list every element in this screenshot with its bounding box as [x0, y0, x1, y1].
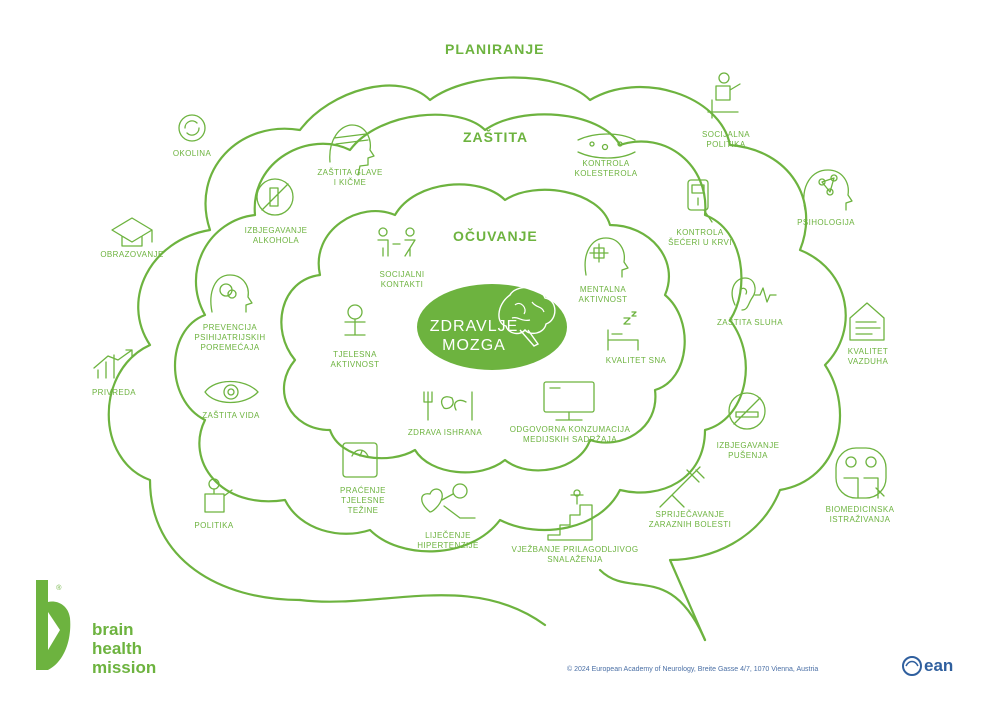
ring-title-planiranje: PLANIRANJE [445, 41, 545, 57]
label-tjelesna-aktivnost: TJELESNA AKTIVNOST [330, 350, 380, 369]
label-sprijecavanje: SPRIJEČAVANJE ZARAZNIH BOLESTI [648, 510, 732, 529]
label-zastita-glave: ZAŠTITA GLAVE I KIČME [317, 168, 383, 187]
stairs-person-icon [547, 489, 593, 541]
ear-icon [731, 277, 777, 311]
house-air-icon [849, 302, 885, 341]
tangled-head-icon [210, 274, 253, 313]
ring-title-ocuvanje: OČUVANJE [453, 228, 538, 244]
brain-stem-left [298, 594, 547, 627]
inner-brain-outline [280, 183, 686, 474]
label-kvalitet-sna: KVALITET SNA [605, 356, 667, 365]
eye-icon [204, 380, 259, 404]
label-prevencija: PREVENCIJA PSIHIJATRIJSKIH POREMEĆAJA [194, 323, 266, 352]
label-biomedicinska: BIOMEDICINSKA ISTRAŽIVANJA [825, 505, 895, 524]
label-zastita-vida: ZAŠTITA VIDA [202, 411, 260, 420]
syringe-icon [659, 466, 705, 508]
head-bandage-icon [329, 124, 375, 176]
scale-icon [342, 442, 378, 478]
label-politika: POLITIKA [194, 521, 234, 530]
registered-mark: ® [56, 585, 62, 592]
researchers-icon [835, 447, 887, 499]
label-okolina: OKOLINA [172, 149, 212, 158]
core-title: ZDRAVLJE MOZGA [429, 318, 519, 354]
graduation-cap-icon [111, 217, 153, 247]
middle-brain-outline [174, 113, 747, 553]
ean-logo-mark [902, 656, 922, 676]
wheelchair-speaker-icon [707, 72, 741, 119]
core-ellipse [417, 284, 567, 370]
bed-icon [607, 311, 639, 351]
no-alcohol-icon [256, 178, 294, 216]
copyright-text: © 2024 European Academy of Neurology, Br… [567, 666, 819, 673]
two-people-icon [377, 227, 416, 257]
label-izbjegavanje-pusenja: IZBJEGAVANJE PUŠENJA [716, 441, 780, 460]
outer-brain-outline [107, 76, 847, 642]
glucometer-icon [687, 179, 713, 223]
label-mentalna-aktivnost: MENTALNA AKTIVNOST [578, 285, 628, 304]
brain-icon [498, 286, 556, 347]
label-kontrola-secera: KONTROLA ŠEĆERI U KRVI [668, 228, 732, 247]
speaker-podium-icon [204, 478, 233, 513]
label-kontrola-kolesterola: KONTROLA KOLESTEROLA [574, 159, 638, 178]
ean-logo-text: ean [924, 656, 954, 675]
label-zdrava-ishrana: ZDRAVA ISHRANA [407, 428, 483, 437]
monitor-icon [543, 381, 595, 421]
label-odgovorna: ODGOVORNA KONZUMACIJA MEDIJSKIH SADRŽAJA [509, 425, 631, 444]
blood-pressure-icon [421, 483, 476, 519]
label-privreda: PRIVREDA [91, 388, 137, 397]
label-izbjegavanje-alkohola: IZBJEGAVANJE ALKOHOLA [244, 226, 308, 245]
label-socijalna-politika: SOCIJALNA POLITIKA [701, 130, 751, 149]
label-socijalni-kontakti: SOCIJALNI KONTAKTI [379, 270, 425, 289]
brain-health-mission-logo-mark [36, 580, 71, 670]
exercise-icon [344, 304, 366, 336]
brain-stem-right [598, 568, 707, 642]
label-obrazovanje: OBRAZOVANJE [100, 250, 164, 259]
label-vjezbanje: VJEŽBANJE PRILAGODLJIVOG SNALAŽENJA [511, 545, 639, 564]
logo-text: brain health mission [92, 620, 157, 677]
label-zastita-sluha: ZAŠTITA SLUHA [717, 318, 783, 327]
recycle-icon [178, 114, 206, 142]
no-smoking-icon [728, 392, 766, 430]
fork-leaf-knife-icon [423, 391, 473, 421]
brain-network-head-icon [803, 169, 853, 211]
label-psihologija: PSIHOLOGIJA [797, 218, 855, 227]
head-puzzle-icon [584, 237, 629, 278]
label-pracenje: PRAĆENJE TJELESNE TEŽINE [340, 486, 386, 515]
ring-title-zastita: ZAŠTITA [463, 129, 529, 145]
label-kvalitet-vazduha: KVALITET VAZDUHA [847, 347, 889, 366]
label-lijecenje: LIJEČENJE HIPERTENZIJE [417, 531, 479, 550]
growth-chart-icon [93, 349, 133, 379]
artery-icon [577, 133, 636, 159]
